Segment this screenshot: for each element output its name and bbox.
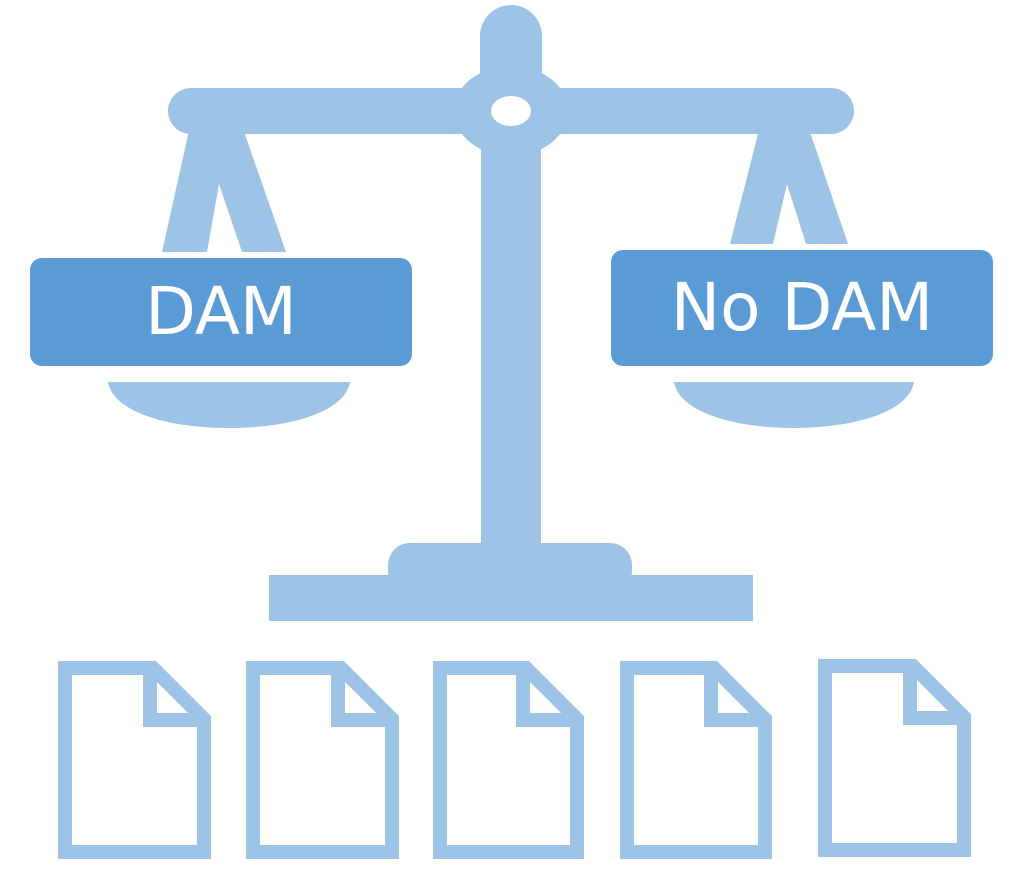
documents-row	[58, 659, 971, 859]
scale-body	[108, 5, 914, 621]
no-dam-label: No DAM	[611, 250, 993, 366]
document-icon	[620, 661, 772, 859]
right-pan	[674, 382, 914, 428]
scale-base-plate	[269, 575, 753, 621]
left-pan	[108, 382, 350, 428]
dam-label: DAM	[30, 258, 412, 366]
document-icon	[246, 661, 399, 859]
right-hanger	[730, 126, 848, 244]
dam-label-text: DAM	[145, 273, 297, 350]
pivot-hole	[491, 96, 531, 126]
document-icon	[818, 659, 971, 857]
scale-column	[481, 120, 541, 560]
no-dam-label-text: No DAM	[670, 269, 934, 346]
document-icon	[58, 661, 211, 859]
left-hanger	[162, 126, 286, 252]
document-icon	[433, 661, 584, 859]
